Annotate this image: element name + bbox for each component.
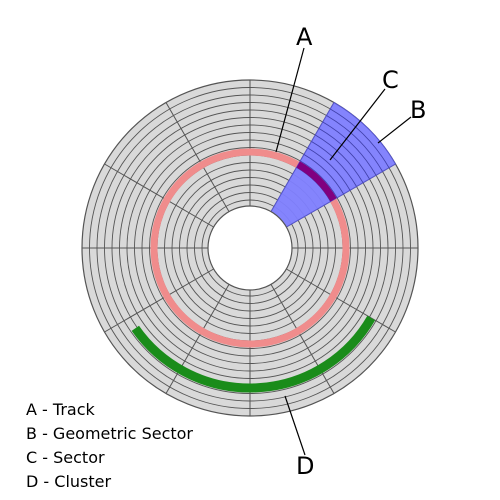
track-highlight: [150, 148, 350, 348]
leader-line-b: [377, 116, 412, 144]
geometric-sector-ring: [296, 167, 331, 202]
sector-line: [104, 268, 214, 333]
callout-c: C: [382, 66, 399, 94]
legend-item-track: A - Track: [26, 400, 95, 419]
geometric-sector-ring: [307, 147, 351, 191]
callout-a: A: [296, 23, 313, 51]
legend: A - Track B - Geometric Sector C - Secto…: [26, 398, 193, 494]
geometric-sector-ring: [330, 108, 390, 168]
geometric-sector-ring: [322, 121, 377, 176]
sector-line: [286, 268, 396, 333]
cluster: [131, 315, 376, 393]
sector-line: [104, 163, 214, 228]
geometric-sector-ring: [311, 141, 357, 187]
sector-line: [270, 284, 335, 394]
geometric-sector-ring: [318, 128, 370, 180]
sector-line: [165, 102, 230, 212]
leader-line-d: [284, 395, 306, 456]
geometric-sector-ring: [315, 134, 364, 183]
geometric-sector: [248, 101, 397, 250]
sector: [296, 161, 337, 202]
geometric-sector-rings: [296, 108, 390, 202]
callout-d: D: [296, 452, 314, 480]
geometric-sector-ring: [300, 160, 338, 198]
spindle-hole: [207, 205, 293, 291]
geometric-sector-ring: [326, 115, 383, 172]
leader-line-a: [275, 47, 305, 153]
legend-item-sector: C - Sector: [26, 448, 105, 467]
sector-line: [165, 284, 230, 394]
legend-item-cluster: D - Cluster: [26, 472, 112, 491]
legend-item-geometric-sector: B - Geometric Sector: [26, 424, 193, 443]
geometric-sector-ring: [303, 154, 344, 195]
leader-line-c: [329, 88, 386, 161]
callout-b: B: [410, 96, 426, 124]
